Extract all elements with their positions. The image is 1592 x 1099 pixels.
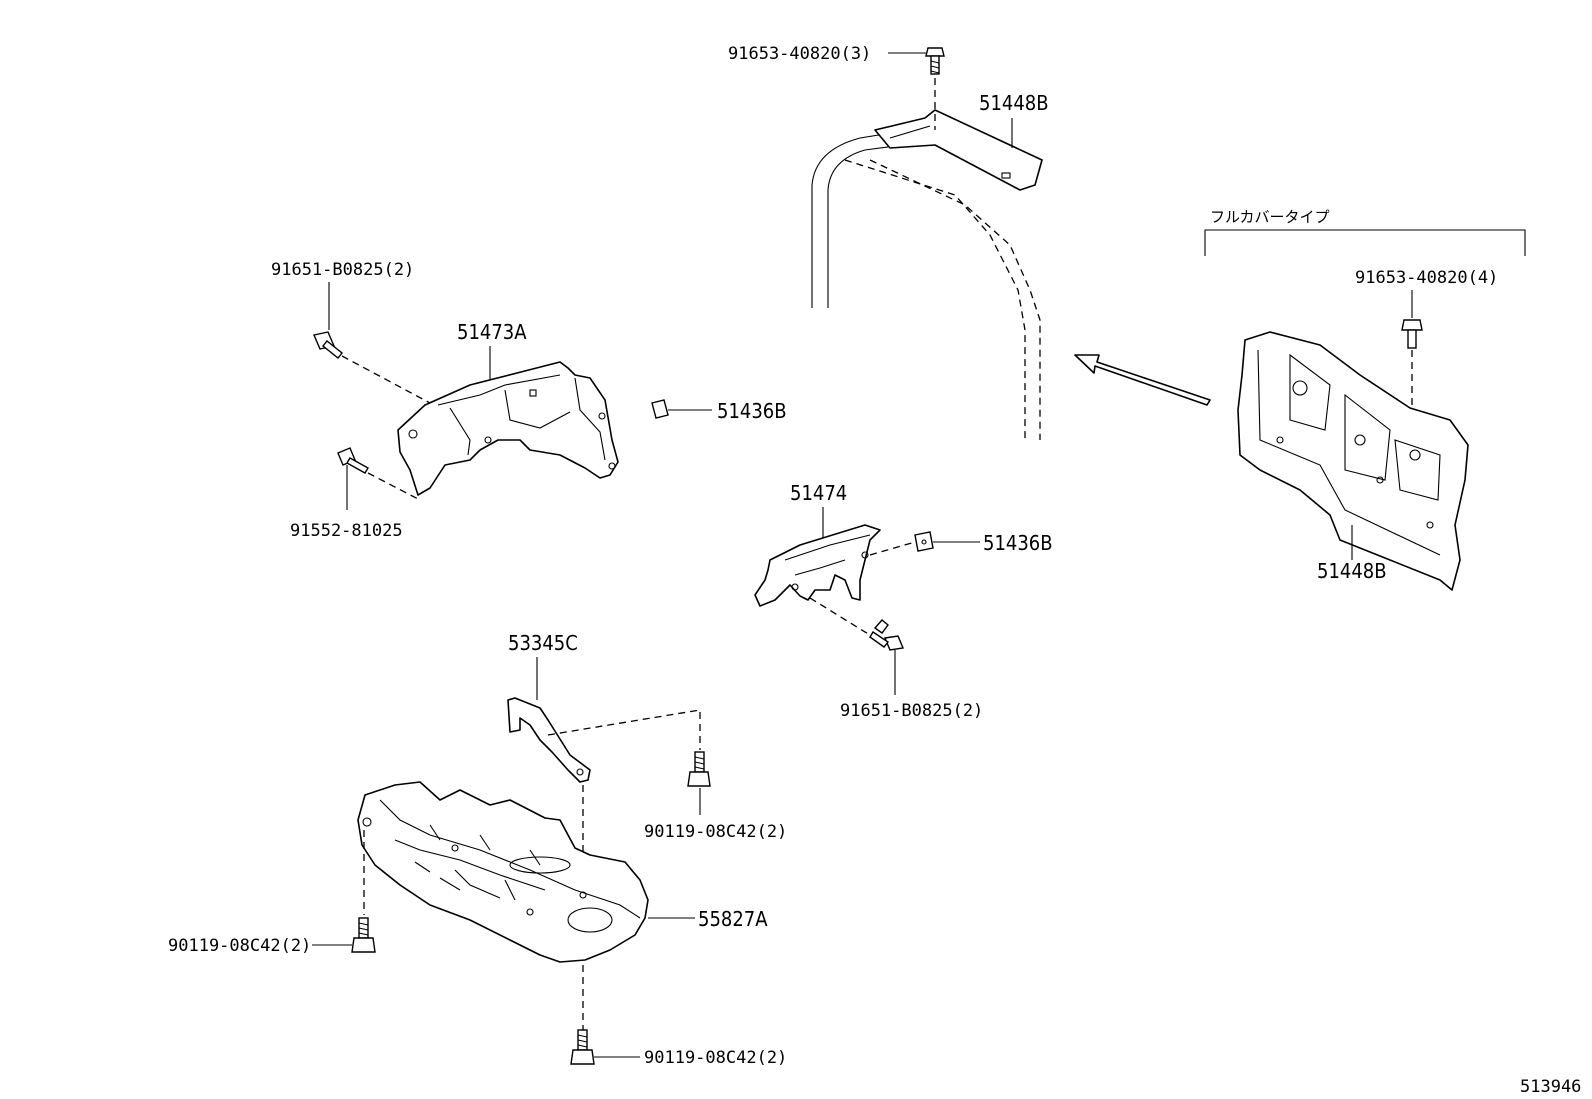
label-bolt-cover-bottom: 90119-08C42(2) — [644, 1048, 787, 1068]
bolt-bracket-icon — [687, 751, 711, 787]
label-full-cover-type: フルカバータイプ — [1210, 208, 1330, 226]
label-bolt-cover-left: 90119-08C42(2) — [168, 936, 311, 956]
label-bolt-left-bottom: 91552-81025 — [290, 521, 403, 541]
bolt-cover-left-icon — [351, 917, 376, 953]
under-cover-part — [357, 781, 649, 963]
label-bolt-top: 91653-40820(3) — [728, 44, 871, 64]
label-guard-top: 51448B — [979, 91, 1049, 115]
diagram-number: 513946 — [1520, 1077, 1581, 1097]
center-guard-part — [754, 524, 881, 607]
bolt-cover-bottom-icon — [570, 1029, 595, 1065]
label-guard-right: 51448B — [1317, 559, 1387, 583]
label-bolt-center: 91651-B0825(2) — [840, 701, 983, 721]
label-clip-center: 51436B — [983, 531, 1053, 555]
label-bolt-bracket: 90119-08C42(2) — [644, 822, 787, 842]
top-guard-part — [874, 109, 1043, 191]
bracket-part — [507, 697, 591, 783]
bolt-center-icon — [869, 619, 904, 651]
bolt-top-icon — [925, 47, 945, 75]
bolt-right-icon — [1401, 319, 1423, 349]
clip-left-icon — [651, 399, 669, 419]
wheel-arch-outline — [811, 125, 1041, 440]
label-guard-left: 51473A — [457, 320, 527, 344]
right-guard-part — [1237, 331, 1469, 591]
clip-center-icon — [914, 531, 934, 552]
label-bolt-left-top: 91651-B0825(2) — [271, 260, 414, 280]
bolt-left-bottom-icon — [337, 447, 369, 474]
bolt-center-dashline — [809, 597, 879, 641]
left-guard-part — [397, 361, 619, 496]
label-bolt-right: 91653-40820(4) — [1355, 268, 1498, 288]
bolt-left-top-dashline — [341, 355, 431, 404]
bolt-left-top-icon — [313, 331, 343, 359]
label-under-cover: 55827A — [698, 907, 768, 931]
bracket-dashline — [547, 709, 701, 750]
label-bracket: 53345C — [508, 631, 578, 655]
label-clip-left: 51436B — [717, 399, 787, 423]
bolt-left-bottom-dashline — [367, 472, 421, 501]
label-guard-center: 51474 — [790, 481, 847, 505]
arrow-icon — [1074, 354, 1211, 406]
full-cover-bracket — [1204, 229, 1526, 256]
clip-center-dashline — [869, 541, 916, 556]
